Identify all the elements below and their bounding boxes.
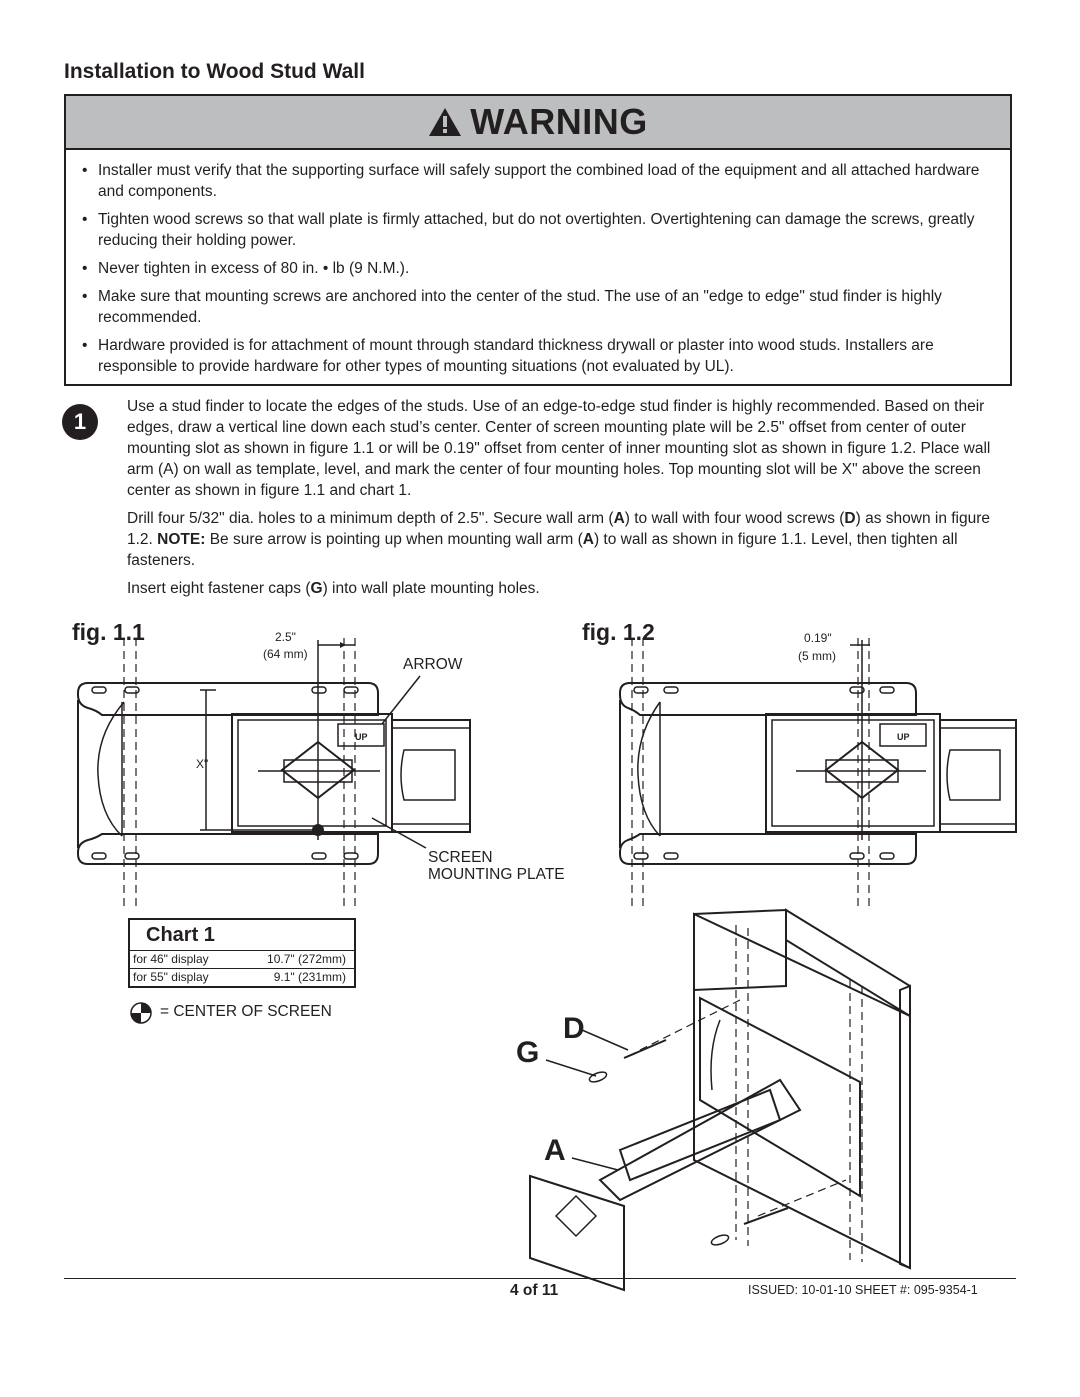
fig-1-1-label: fig. 1.1: [72, 619, 145, 645]
step-paragraph-1: Use a stud finder to locate the edges of…: [127, 398, 991, 499]
screen-mounting-plate-callout-line1: SCREEN: [428, 849, 493, 866]
fig-1-2-dimension-inches: 0.19": [804, 631, 832, 645]
fig-1-1-dimension-inches: 2.5": [275, 630, 296, 644]
warning-item: Tighten wood screws so that wall plate i…: [80, 209, 990, 251]
table-row: for 55" display 9.1" (231mm): [130, 968, 354, 986]
step-number-badge: 1: [62, 404, 98, 440]
chart-row-value: 9.1" (231mm): [273, 970, 346, 984]
issued-sheet-info: ISSUED: 10-01-10 SHEET #: 095-9354-1: [748, 1283, 978, 1297]
screen-mounting-plate-callout-line2: MOUNTING PLATE: [428, 866, 565, 883]
chart-1-table: Chart 1 for 46" display 10.7" (272mm) fo…: [128, 918, 356, 988]
part-g-callout: G: [516, 1036, 540, 1069]
up-arrow-label-fig-1-2: UP: [897, 732, 910, 742]
warning-header: WARNING: [66, 96, 1010, 150]
warning-item: Never tighten in excess of 80 in. • lb (…: [80, 258, 990, 279]
step-paragraph-2: Drill four 5/32" dia. holes to a minimum…: [127, 510, 991, 569]
warning-triangle-icon: [429, 108, 462, 136]
warning-box: WARNING Installer must verify that the s…: [64, 94, 1012, 386]
x-dimension-label: X": [196, 757, 209, 771]
fig-1-2-dimension-mm: (5 mm): [798, 649, 836, 663]
page-number: 4 of 11: [510, 1282, 559, 1299]
chart-1-title: Chart 1: [146, 924, 215, 946]
center-of-screen-icon: [130, 1002, 152, 1024]
up-arrow-label: UP: [355, 732, 368, 742]
warning-item: Make sure that mounting screws are ancho…: [80, 286, 990, 328]
warning-list: Installer must verify that the supportin…: [66, 150, 1010, 377]
chart-row-display: for 55" display: [133, 970, 209, 984]
chart-row-value: 10.7" (272mm): [267, 952, 346, 966]
table-row: for 46" display 10.7" (272mm): [130, 950, 354, 968]
footer-divider: [64, 1278, 1016, 1279]
warning-item: Installer must verify that the supportin…: [80, 160, 990, 202]
arrow-callout: ARROW: [403, 656, 463, 673]
step-paragraph-3: Insert eight fastener caps (G) into wall…: [127, 580, 540, 597]
warning-item: Hardware provided is for attachment of m…: [80, 335, 990, 377]
part-d-callout: D: [563, 1012, 585, 1045]
warning-title: WARNING: [470, 101, 648, 142]
center-of-screen-legend: = CENTER OF SCREEN: [160, 1003, 332, 1020]
part-a-callout: A: [544, 1134, 566, 1167]
chart-row-display: for 46" display: [133, 952, 209, 966]
fig-1-1-dimension-mm: (64 mm): [263, 647, 308, 661]
section-title: Installation to Wood Stud Wall: [64, 60, 365, 83]
